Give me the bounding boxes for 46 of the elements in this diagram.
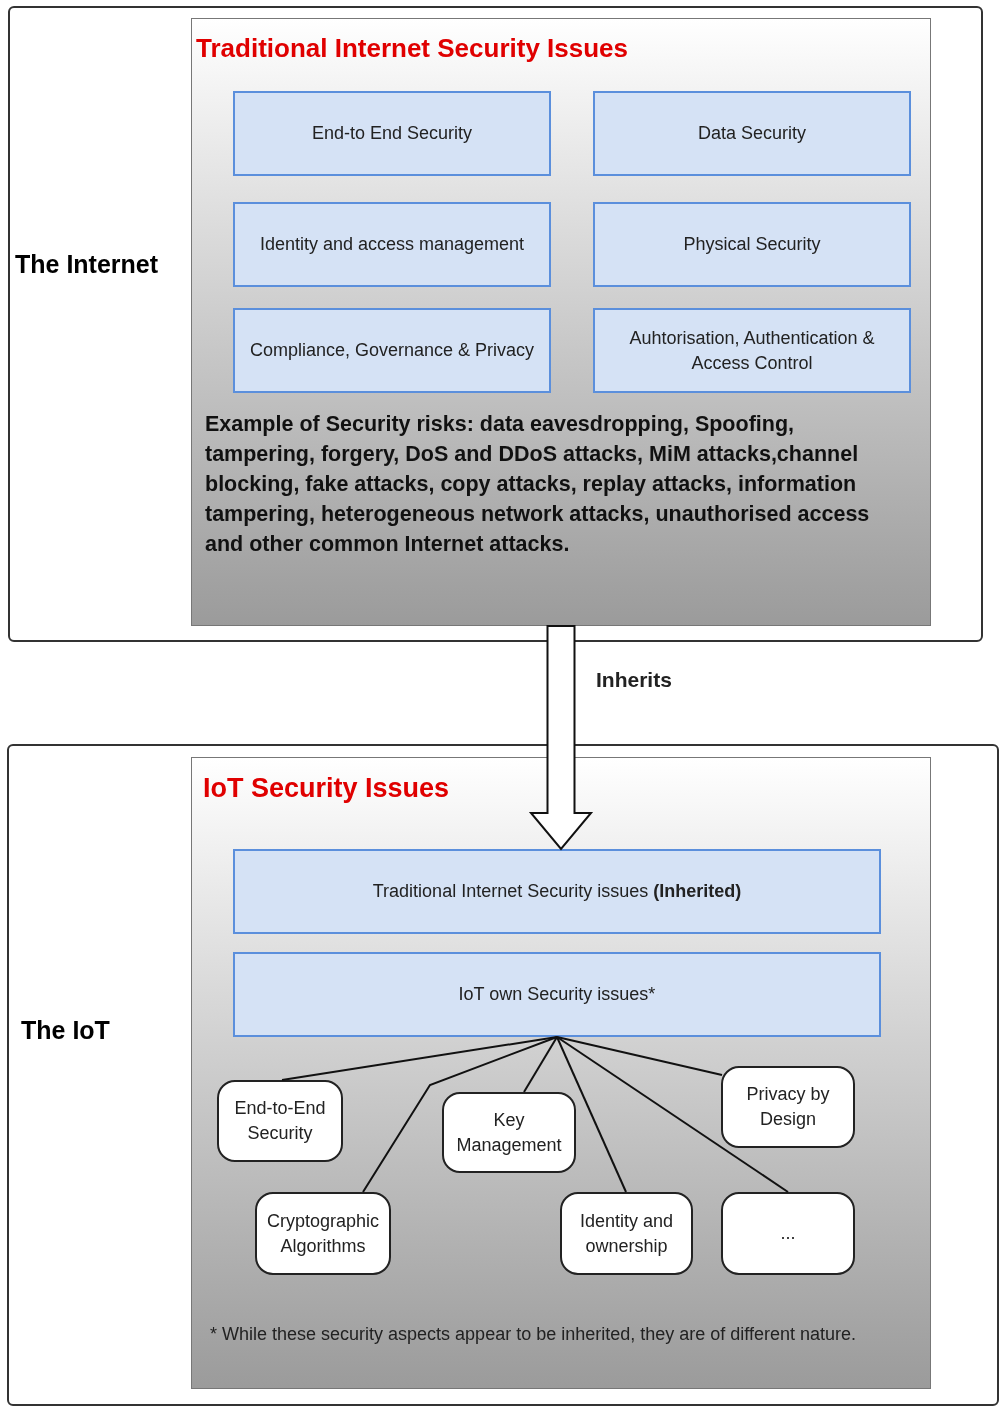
topic-box (217, 1080, 343, 1162)
issue-text: Physical Security (683, 233, 821, 256)
panel-title: IoT Security Issues (203, 772, 450, 805)
issue-box (593, 202, 911, 287)
issue-text: End-to End Security (311, 122, 473, 145)
section-frame (8, 6, 983, 642)
connector-line (556, 1036, 789, 1193)
connector-line (362, 1036, 558, 1193)
topic-text: End-to-End Security (233, 1097, 327, 1145)
topic-box (442, 1092, 576, 1173)
topic-box (560, 1192, 693, 1275)
inherit-arrow (528, 625, 594, 851)
issue-text: Auhtorisation, Authentication & Access Control (628, 326, 876, 375)
issue-box (233, 308, 551, 393)
issue-text: Data Security (697, 122, 806, 145)
issue-box (233, 202, 551, 287)
connector-line (556, 1036, 723, 1076)
footnote: * While these security aspects appear to be inherited, they are of different nature. (210, 1323, 858, 1346)
risk-description: Example of Security risks: data eavesdropping, Spoofing, tampering, forgery, DoS and DDoS attacks, MiM attacks,channel blocking, fake attacks, copy attacks, replay attacks, information tampering, heterogeneous network attacks, unauthorised access and other common Internet attacks. (205, 411, 871, 558)
topic-text: Key Management (455, 1108, 563, 1157)
panel-title: Traditional Internet Security Issues (196, 32, 629, 65)
topic-text: Identity and ownership (578, 1209, 675, 1258)
issue-box (233, 849, 881, 934)
issue-box (233, 952, 881, 1037)
issue-box (593, 91, 911, 176)
topic-box (721, 1192, 855, 1275)
section-frame (7, 744, 999, 1406)
topic-text: Cryptographic Algorithms (265, 1209, 381, 1258)
section-label: The IoT (21, 1015, 110, 1046)
issue-text: IoT own Security issues* (458, 983, 656, 1006)
gradient-panel (191, 757, 931, 1389)
gradient-panel (191, 18, 931, 626)
section-label: The Internet (15, 249, 159, 280)
connector-line (523, 1036, 558, 1093)
topic-text: Privacy by Design (745, 1083, 831, 1131)
issue-text: Traditional Internet Security issues (Inherited) (372, 880, 742, 903)
issue-box (593, 308, 911, 393)
topic-text: ... (780, 1222, 796, 1245)
issue-box (233, 91, 551, 176)
connector-line (281, 1036, 558, 1081)
topic-box (721, 1066, 855, 1148)
topic-box (255, 1192, 391, 1275)
connector-line (556, 1036, 627, 1193)
issue-text: Compliance, Governance & Privacy (249, 339, 535, 362)
issue-text: Identity and access management (259, 233, 525, 256)
edge-label: Inherits (596, 667, 672, 693)
